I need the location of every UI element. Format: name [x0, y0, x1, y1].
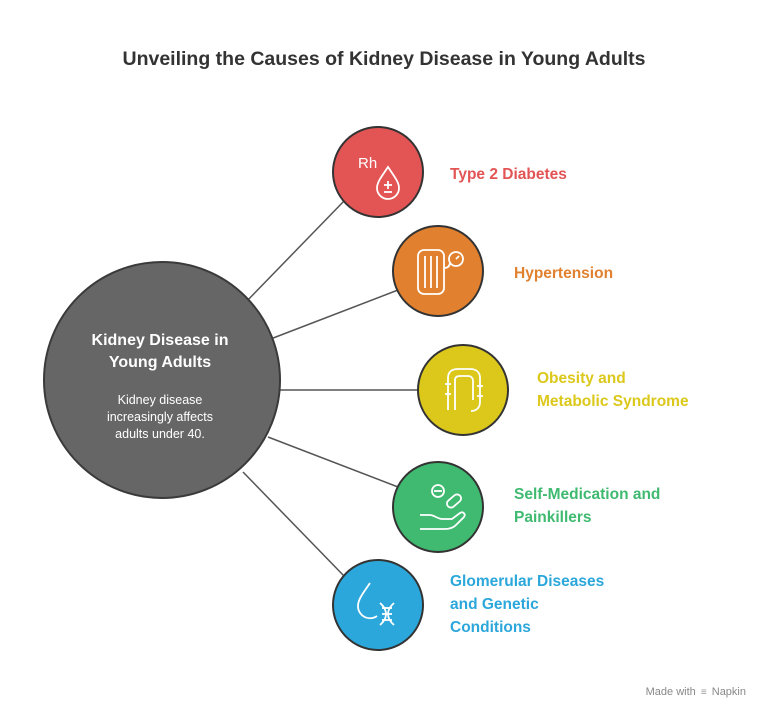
- cause-label-4-line-1: Self-Medication and: [514, 486, 661, 503]
- cause-label-3-line-1: Obesity and: [537, 370, 626, 387]
- cause-circle-1: [332, 126, 424, 218]
- cause-node-3: [417, 344, 509, 436]
- drop-dna-icon: [357, 582, 395, 626]
- cause-label-5-line-3: Conditions: [450, 619, 531, 636]
- cause-label-1-line-1: Type 2 Diabetes: [450, 166, 567, 183]
- page-title: Unveiling the Causes of Kidney Disease i…: [122, 48, 646, 70]
- center-desc-line-1: Kidney disease: [117, 393, 203, 407]
- footer-brand: Napkin: [711, 686, 746, 698]
- pills-in-hand-icon: [420, 484, 466, 530]
- intestine-icon: [445, 368, 483, 412]
- cause-node-5: [332, 559, 424, 651]
- center-desc-line-2: increasingly affects: [106, 410, 214, 424]
- cause-label-2: Hypertension: [514, 262, 613, 285]
- cause-label-5: Glomerular Diseases and Genetic Conditio…: [450, 570, 604, 639]
- cause-label-2-line-1: Hypertension: [514, 265, 614, 282]
- cause-label-1: Type 2 Diabetes: [450, 163, 567, 186]
- connector-line-2: [267, 289, 399, 341]
- center-title: Kidney Disease in Young Adults: [60, 330, 260, 374]
- blood-pressure-gauge-icon: [417, 249, 464, 295]
- center-desc-line-3: adults under 40.: [115, 427, 205, 441]
- cause-circle-4: [392, 461, 484, 553]
- cause-circle-5: [332, 559, 424, 651]
- connector-line-1: [242, 199, 346, 306]
- cause-circle-2: [392, 225, 484, 317]
- cause-label-3: Obesity and Metabolic Syndrome: [537, 367, 689, 413]
- footer-prefix: Made with: [645, 686, 696, 698]
- center-title-line-1: Kidney Disease in: [91, 332, 229, 349]
- cause-node-2: [392, 225, 484, 317]
- cause-label-5-line-1: Glomerular Diseases: [450, 573, 605, 590]
- center-description: Kidney disease increasingly affects adul…: [70, 392, 250, 443]
- cause-label-5-line-2: and Genetic: [450, 596, 539, 613]
- cause-label-4: Self-Medication and Painkillers: [514, 483, 660, 529]
- cause-node-1: Rh: [332, 126, 424, 218]
- cause-circle-3: [417, 344, 509, 436]
- rh-blood-drop-icon: Rh: [358, 155, 400, 200]
- center-hub-circle: [43, 261, 281, 499]
- connector-line-4: [267, 436, 399, 488]
- cause-label-4-line-2: Painkillers: [514, 509, 592, 526]
- rh-text: Rh: [358, 155, 377, 172]
- napkin-logo-icon: ≡: [700, 687, 707, 698]
- cause-label-3-line-2: Metabolic Syndrome: [537, 393, 689, 410]
- connector-line-5: [242, 471, 346, 578]
- napkin-attribution[interactable]: Made with ≡ Napkin: [646, 686, 746, 698]
- cause-node-4: [392, 461, 484, 553]
- center-title-line-2: Young Adults: [108, 354, 212, 371]
